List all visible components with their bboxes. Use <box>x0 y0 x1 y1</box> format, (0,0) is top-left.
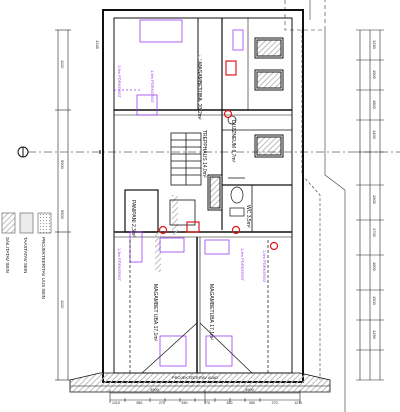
room-name: MAGAMBET UBA <box>152 284 158 325</box>
dim-right-8: 1500 <box>372 296 377 305</box>
dim-right-3: 1800 <box>372 100 377 109</box>
room-name: TREPPHAUS <box>201 130 207 161</box>
dim-seg: 550 <box>136 401 143 405</box>
room-label-4: PANIPANI 2,3m² <box>130 200 136 237</box>
red-markers <box>158 60 279 251</box>
dim-seg: 270 <box>271 401 278 405</box>
room-name: DUZZNEUM <box>230 120 236 149</box>
left-dimension-chain <box>55 29 71 381</box>
room-label-7: MAGAMBETUBA 17,1m² <box>208 284 214 340</box>
furniture-outlines <box>114 19 244 367</box>
dim-seg: 550 <box>249 401 255 405</box>
dim-top: 1345 <box>95 40 100 49</box>
dim-left-1: 1110 <box>60 60 65 69</box>
skylights <box>207 37 284 211</box>
staircase <box>169 132 202 226</box>
dim-right-2: 1500 <box>372 70 377 79</box>
bottom-label: PROJEKTEERITAV AVAD <box>172 375 219 380</box>
roof-note-4: 1,5m PÖRKERIST <box>240 248 245 282</box>
dim-bottom-row2: 1210 550 270 530 270 530 550 270 1210 <box>112 401 302 405</box>
section-markers <box>17 146 400 158</box>
room-area: 17,1m² <box>208 324 214 340</box>
dim-left-3: 5500 <box>60 210 65 219</box>
legend-swatches <box>1 212 52 234</box>
right-dimension-chain <box>356 29 384 381</box>
roof-note-2: 1,5m PÖRKERIST <box>150 70 155 104</box>
roof-outline <box>284 0 346 412</box>
room-name: WC <box>245 205 251 214</box>
room-area: 2,3m² <box>130 224 136 237</box>
bottom-dimension-chain <box>109 390 301 403</box>
dim-right-7: 1800 <box>372 262 377 271</box>
room-name: MAGAMBETUBA <box>208 284 214 323</box>
room-label-5: WC 3,5m² <box>245 205 251 228</box>
dim-seg: 270 <box>159 401 165 405</box>
dim-seg: 530 <box>181 401 188 405</box>
room-label-6: MAGAMBET UBA 17,1m² <box>152 284 158 341</box>
legend-label-1: SÄILITATAV SEIN <box>5 237 10 273</box>
roof-note-5: 1,5m PÖRKERIST <box>117 248 122 282</box>
dim-bottom-1: 3900 <box>150 387 159 392</box>
eave-band <box>69 372 331 393</box>
roof-valley-lines <box>129 240 269 374</box>
dim-seg: 530 <box>226 401 233 405</box>
dim-bottom-2: 3900 <box>245 387 254 392</box>
room-label-1: MAGAMBETUBA 23,2m² <box>196 62 202 120</box>
dim-right-9: 1290 <box>372 330 377 339</box>
dim-seg: 270 <box>204 401 210 405</box>
room-area: 8,7m² <box>230 149 236 163</box>
dim-right-4: 1400 <box>372 130 377 139</box>
legend-label-3: PROJEKTEERITAV UUS SEIN <box>41 237 46 299</box>
room-label-2: TREPPHAUS 14,0m² <box>201 130 207 178</box>
roof-note-3: 1,5m PÖRKERIST <box>262 250 267 284</box>
dim-left-2: 5900 <box>60 160 65 169</box>
dim-right-5: 1500 <box>372 195 377 204</box>
dim-right-1: 1290 <box>372 40 377 49</box>
dim-left-4: 1110 <box>60 300 65 309</box>
dim-seg: 1210 <box>294 401 302 405</box>
room-name: MAGAMBETUBA <box>196 62 202 101</box>
roof-note-1: 1,5m PÖRKERIST <box>117 65 122 99</box>
room-area: 14,0m² <box>201 161 207 178</box>
room-area: 23,2m² <box>196 104 202 120</box>
bath-fixtures <box>227 115 245 217</box>
room-name: PANIPANI <box>130 200 136 223</box>
dim-right-6: 1700 <box>372 228 377 237</box>
dim-seg: 1210 <box>112 401 120 405</box>
legend-label-2: TAASTATAV SEIN <box>23 237 28 274</box>
room-area: 17,1m² <box>152 325 158 342</box>
room-area: 3,5m² <box>245 214 251 228</box>
room-label-3: DUZZNEUM 8,7m² <box>230 120 236 162</box>
